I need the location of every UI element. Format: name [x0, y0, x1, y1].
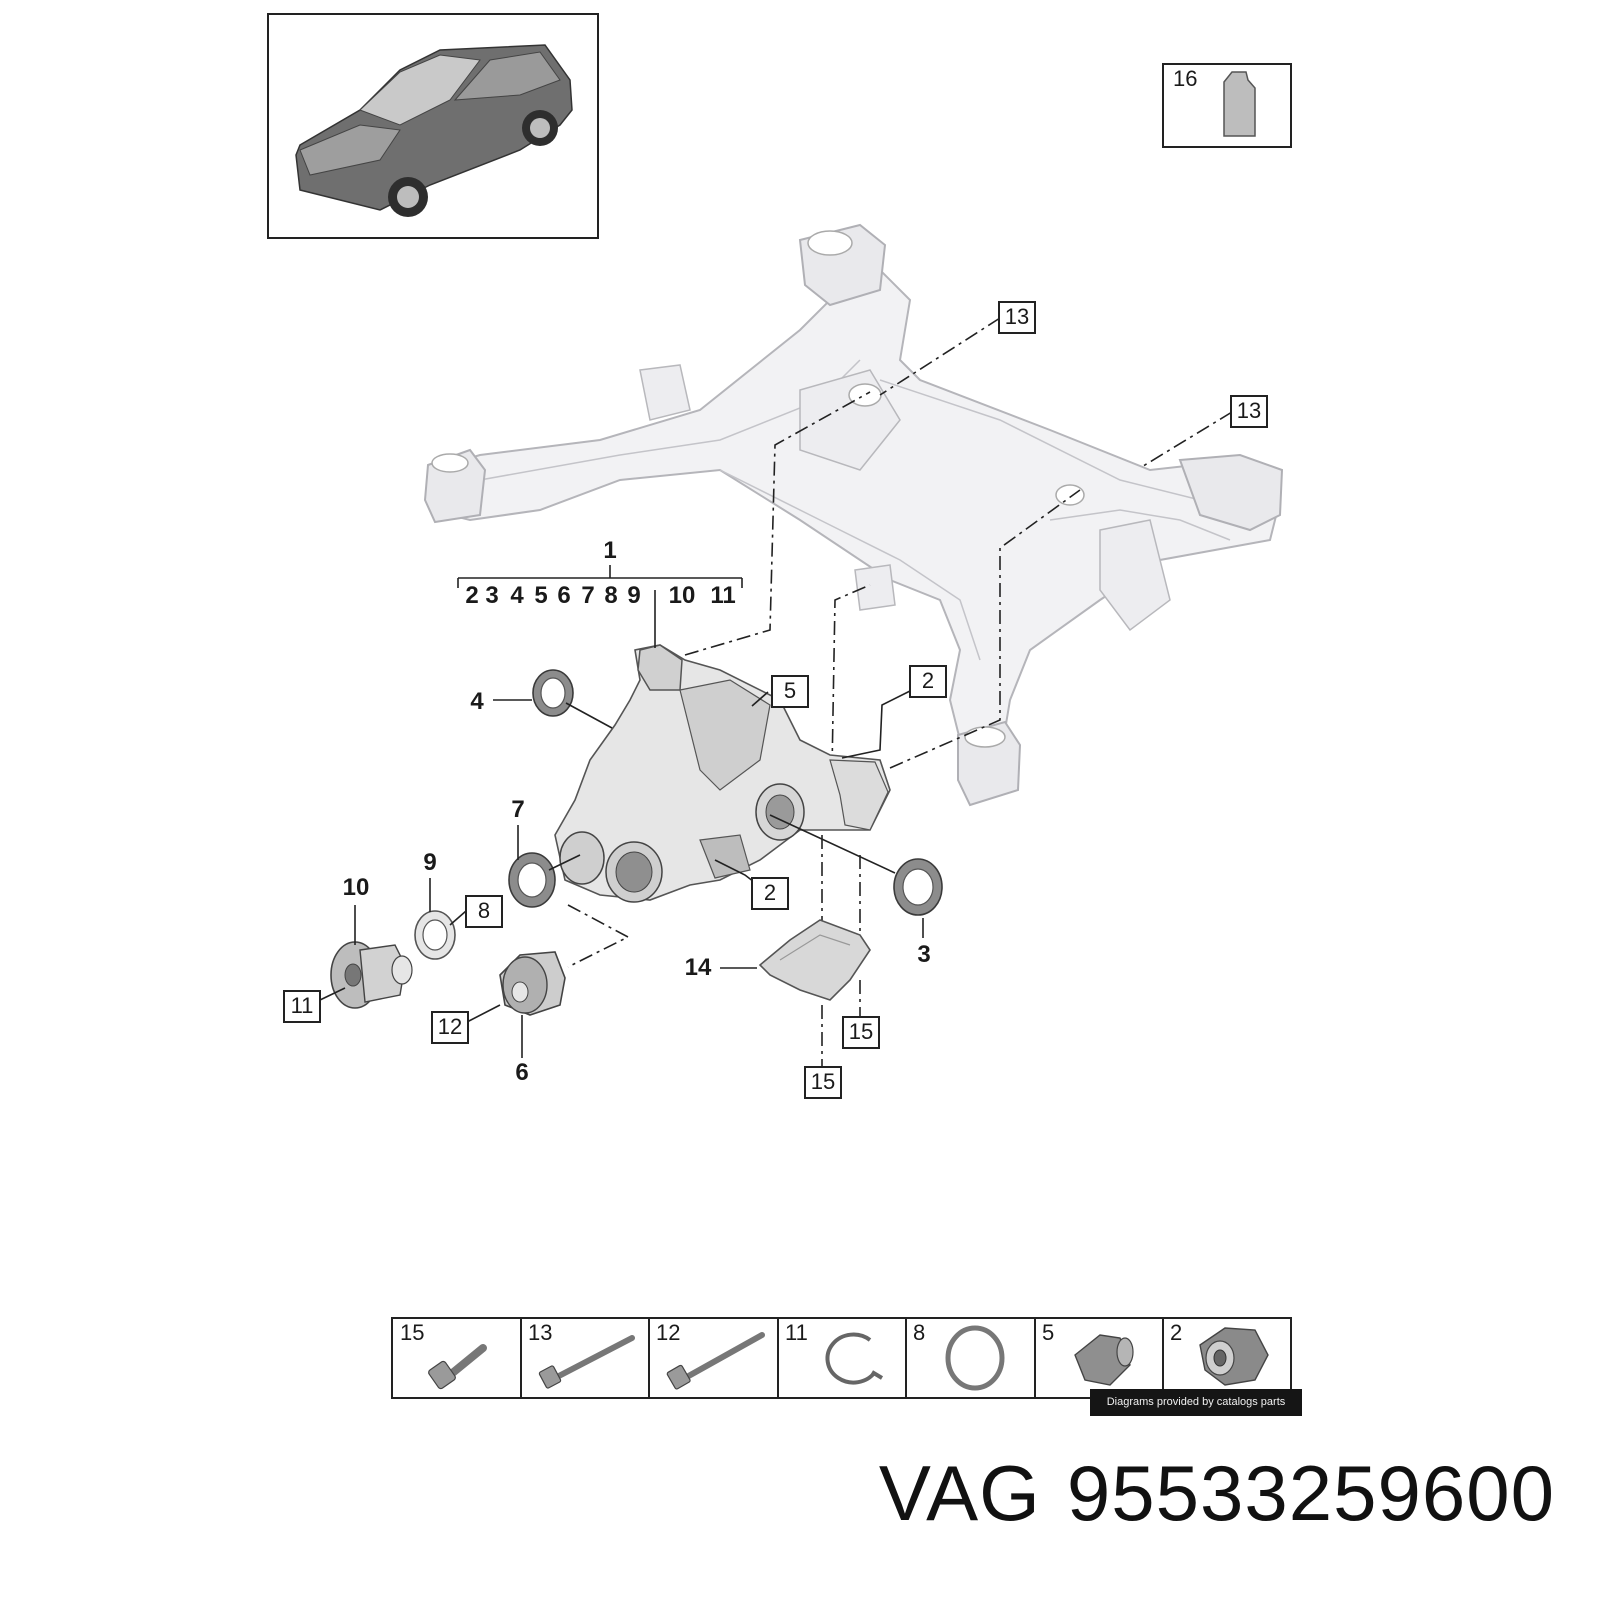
heat-shield-14: [758, 919, 871, 1001]
small-parts: [330, 669, 943, 1016]
long-bolt-flange-icon: [666, 1332, 765, 1390]
callout-box-5: 5: [771, 675, 809, 708]
circlip-icon: [825, 1332, 884, 1385]
bushing-6: [499, 951, 566, 1016]
table-cell-12: 12: [656, 1320, 680, 1345]
part-number-caption: VAG 95533259600: [835, 1448, 1555, 1539]
callout-6: 6: [515, 1059, 528, 1086]
callout-sub-6: 6: [557, 582, 570, 609]
callout-box-15-right: 15: [842, 1016, 880, 1049]
callout-box-12: 12: [431, 1011, 469, 1044]
table-cell-15: 15: [400, 1320, 424, 1345]
seal-3: [893, 858, 943, 916]
callout-sub-2: 2: [465, 582, 478, 609]
callout-box-13-upper: 13: [998, 301, 1036, 334]
callout-box-11: 11: [283, 990, 321, 1023]
callout-10: 10: [343, 874, 370, 901]
table-cell-5: 5: [1042, 1320, 1054, 1345]
long-bolt-icon: [538, 1335, 635, 1389]
callout-sub-10: 10: [669, 582, 696, 609]
brand-name: VAG: [878, 1449, 1041, 1537]
svg-text:11: 11: [291, 993, 314, 1018]
fastener-table: 15 13 12 11 8 5 2: [391, 1317, 1292, 1399]
part-number: 95533259600: [1066, 1449, 1555, 1537]
rear-subframe: [423, 223, 1284, 807]
callout-box-8: 8: [465, 895, 503, 928]
svg-text:12: 12: [438, 1014, 462, 1039]
diagram-credit-banner: Diagrams provided by catalogs parts: [1090, 1389, 1302, 1416]
assembly-callout: 1 2 3 4 5 6 7 8 9 10 11: [465, 537, 735, 609]
boxed-callouts: 13 13 5 2 2 8 11 12: [283, 301, 1268, 1099]
threaded-plug-icon: [1199, 1327, 1269, 1386]
callout-7: 7: [511, 796, 524, 823]
callout-9: 9: [423, 849, 436, 876]
oil-bottle-box: 16: [1162, 63, 1292, 148]
svg-text:8: 8: [478, 898, 490, 923]
callout-sub-4: 4: [510, 582, 524, 609]
seal-7: [508, 852, 556, 908]
suv-illustration: [295, 44, 573, 217]
vehicle-thumbnail: [267, 13, 599, 239]
callout-box-2-upper: 2: [909, 665, 947, 698]
callout-sub-3: 3: [485, 582, 498, 609]
callout-4: 4: [470, 688, 484, 715]
callout-sub-11: 11: [710, 582, 735, 609]
seal-4: [532, 669, 574, 717]
rubber-plug-icon: [1074, 1334, 1134, 1386]
leader-lines-dashed: [567, 317, 1233, 1068]
svg-text:13: 13: [1237, 398, 1261, 423]
callout-sub-9: 9: [627, 582, 640, 609]
callout-sub-7: 7: [581, 582, 594, 609]
bold-callouts: 4 7 9 10 14 3 6: [343, 688, 931, 1086]
short-bolt-icon: [428, 1344, 487, 1390]
table-cell-2: 2: [1170, 1320, 1182, 1345]
svg-text:13: 13: [1005, 304, 1029, 329]
table-cell-13: 13: [528, 1320, 552, 1345]
table-cell-11: 11: [785, 1320, 808, 1345]
callout-1: 1: [603, 537, 616, 564]
svg-text:2: 2: [922, 668, 934, 693]
callout-box-13-right: 13: [1230, 395, 1268, 428]
callout-sub-5: 5: [534, 582, 547, 609]
callout-sub-8: 8: [604, 582, 617, 609]
svg-text:15: 15: [849, 1019, 873, 1044]
flange-10: [330, 941, 413, 1009]
washer-9: [414, 910, 456, 960]
svg-text:5: 5: [784, 678, 796, 703]
o-ring-icon: [945, 1325, 1005, 1391]
callout-box-2-lower: 2: [751, 877, 789, 910]
svg-text:2: 2: [764, 880, 776, 905]
table-cell-8: 8: [913, 1320, 925, 1345]
callout-14: 14: [685, 954, 712, 981]
callout-3: 3: [917, 941, 930, 968]
callout-box-15-lower: 15: [804, 1066, 842, 1099]
oil-bottle-icon: [1223, 71, 1256, 137]
callout-16: 16: [1173, 66, 1197, 91]
svg-text:15: 15: [811, 1069, 835, 1094]
